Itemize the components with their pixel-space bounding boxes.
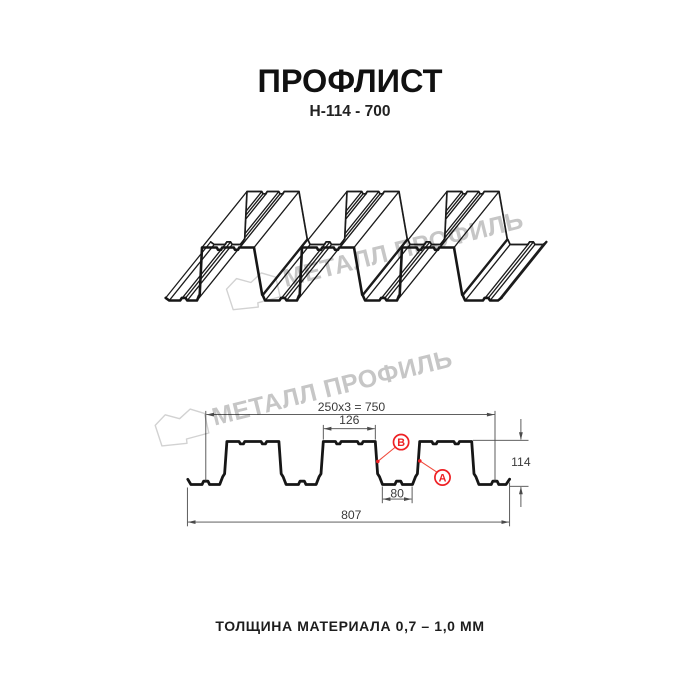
sheet-near-cut-edge xyxy=(164,246,503,302)
dim-pitch-label: 250x3 = 750 xyxy=(318,400,386,414)
dim-ribbottom-label: 80 xyxy=(390,487,404,501)
dim-arrow xyxy=(206,412,214,417)
dim-arrow xyxy=(404,497,412,501)
dim-total-label: 807 xyxy=(341,508,362,522)
dim-arrow xyxy=(323,426,332,431)
label-a-circle xyxy=(434,469,451,486)
label-b-dot xyxy=(376,459,380,464)
dim-arrow xyxy=(187,520,196,524)
title-block: ПРОФЛИСТ Н-114 - 700 xyxy=(257,63,442,120)
brand-logo-outline-bottom xyxy=(154,408,210,447)
page-title: ПРОФЛИСТ xyxy=(257,63,442,99)
dim-flange-label: 126 xyxy=(339,413,360,427)
label-a-dot xyxy=(418,459,422,463)
section-profile-outline xyxy=(186,440,511,486)
dim-pitch: 250x3 = 750 xyxy=(205,400,496,481)
dim-height: 114 xyxy=(473,419,531,507)
profile-3d-view xyxy=(164,190,548,302)
sheet-far-cut-edge xyxy=(209,190,548,246)
label-b-leader xyxy=(377,447,396,462)
label-a: А xyxy=(418,459,451,486)
footer-note: ТОЛЩИНА МАТЕРИАЛА 0,7 – 1,0 ММ xyxy=(215,618,484,634)
dim-arrow xyxy=(519,432,523,440)
label-a-leader xyxy=(419,460,437,473)
label-b: В xyxy=(376,433,410,464)
dim-arrow xyxy=(382,497,391,501)
dim-total-width: 807 xyxy=(186,482,511,527)
brand-logo-outline-top xyxy=(225,272,281,311)
cross-section-view: 250x3 = 750 126 80 807 114 В А xyxy=(186,400,531,527)
dim-height-label: 114 xyxy=(511,455,531,469)
dim-arrow xyxy=(501,520,510,524)
brand-watermark-bottom: МЕТАЛЛ ПРОФИЛЬ xyxy=(209,345,455,432)
dim-arrow xyxy=(519,486,523,495)
label-a-text: А xyxy=(439,472,447,484)
dim-arrow xyxy=(367,426,375,431)
sheet-right-silhouette-edge xyxy=(500,240,548,300)
dim-arrow xyxy=(486,412,495,417)
label-b-text: В xyxy=(397,437,405,449)
label-b-circle xyxy=(392,433,410,451)
page-subtitle: Н-114 - 700 xyxy=(310,103,391,120)
dim-rib-bottom: 80 xyxy=(381,486,413,504)
dim-flange: 126 xyxy=(322,413,376,440)
